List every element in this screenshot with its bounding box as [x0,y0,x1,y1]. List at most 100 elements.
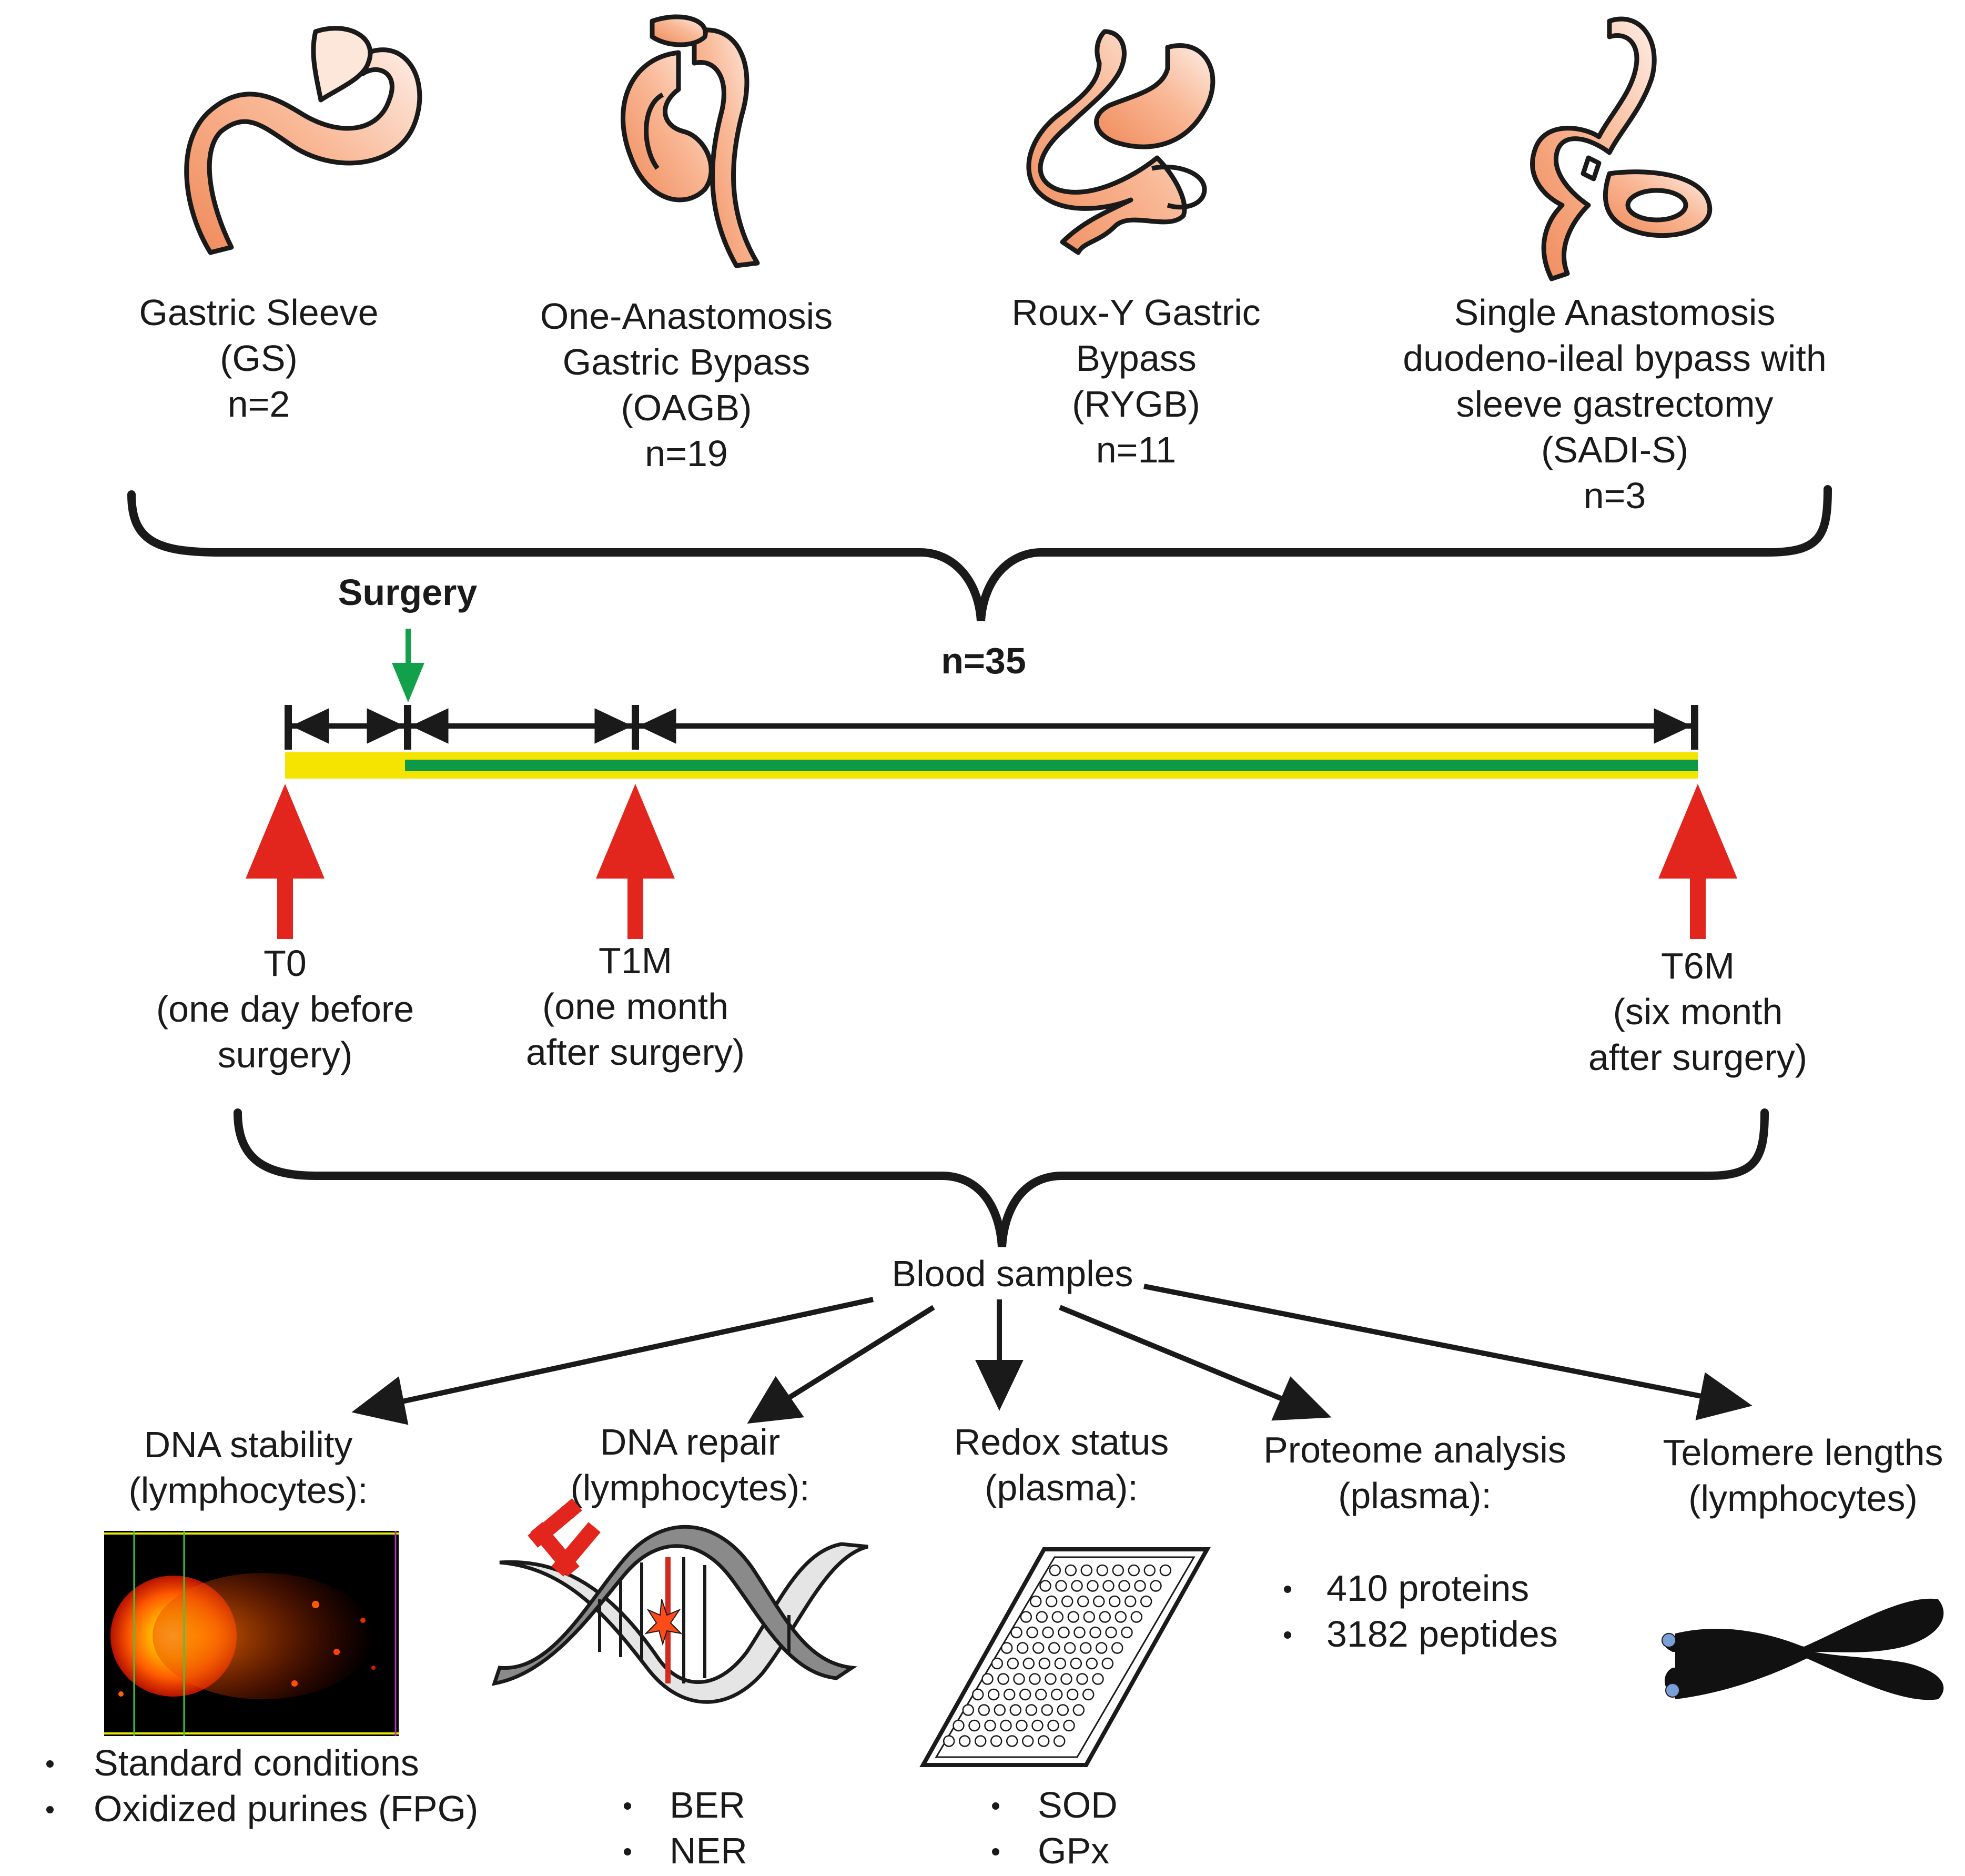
oagb-label-line: n=19 [645,433,728,474]
sadi-s-label-line: sleeve gastrectomy [1456,384,1773,425]
t1m-label-line: after surgery) [526,1032,745,1073]
plate-well [1089,1626,1101,1639]
bullet-dot [624,1802,631,1810]
redox-status-title-line: Redox status [954,1421,1169,1463]
plate-well [1140,1595,1152,1608]
plate-well [1000,1719,1012,1732]
plate-well [1073,1626,1086,1639]
roux-y-gastric-bypass-icon [1026,29,1216,255]
plate-well [1121,1626,1133,1639]
plate-well [1082,1688,1095,1701]
dna-stability-item: Standard conditions [94,1742,419,1783]
plate-well [1087,1580,1099,1592]
redox-status-title-line: (plasma): [985,1467,1138,1508]
plate-well [1013,1673,1025,1685]
plate-well [1077,1595,1089,1608]
plate-well [991,1657,1004,1670]
plate-well [1025,1704,1038,1716]
oagb-label-line: One-Anastomosis [540,296,833,337]
t0-label-line: T0 [264,943,307,984]
sample-arrow-t1m [596,784,675,939]
plate-well [1029,1673,1041,1685]
plate-well [1003,1688,1016,1701]
sadi-s-icon [1530,16,1713,281]
plate-well [1058,1626,1070,1639]
plate-well [987,1688,1000,1701]
plate-well [1047,1719,1059,1732]
plate-well [1118,1580,1130,1592]
timepoints-brace [234,1108,1769,1247]
bullet-dot [46,1760,54,1768]
plate-well [978,1704,990,1716]
plate-well [962,1704,975,1716]
plate-well [1045,1595,1058,1608]
telomere-lengths-title-line: (lymphocytes) [1688,1478,1918,1519]
plate-well [994,1704,1006,1716]
plate-well [1042,1626,1054,1639]
plate-well [1061,1595,1073,1608]
t6m-label-line: (six month [1613,991,1783,1032]
plate-well [1049,1564,1061,1577]
comet-assay-image [104,1531,399,1736]
plate-well [1038,1657,1051,1670]
microplate-icon [919,1547,1211,1767]
plate-well [1086,1657,1098,1670]
chromosome-icon [1662,1598,1944,1700]
dna-repair-title-line: DNA repair [600,1421,780,1463]
sample-arrow-t0 [246,784,325,939]
bullet-dot [624,1848,631,1855]
plate-well [981,1673,994,1685]
plate-well [1037,1735,1050,1747]
timeline [285,705,1698,779]
plate-well [1101,1657,1114,1670]
plate-well [1050,1688,1063,1701]
arrow-to-dna-stability [399,1297,874,1405]
oagb-label-line: Gastric Bypass [563,341,811,382]
plate-well [1016,1719,1028,1732]
bullet-dot [992,1848,999,1855]
plate-well [1079,1642,1092,1654]
plate-well [1063,1719,1075,1732]
plate-well [1072,1704,1085,1716]
plate-well [1130,1611,1143,1623]
timeline-bar-green [405,760,1698,771]
arrow-to-proteome [1059,1305,1284,1402]
t6m-label-line: after surgery) [1588,1037,1807,1078]
plate-well [1057,1704,1069,1716]
plate-well [1150,1580,1162,1592]
plate-well [1111,1642,1123,1654]
proteome-analysis-title-line: Proteome analysis [1263,1429,1566,1470]
plate-well [1041,1704,1054,1716]
plate-well [1000,1642,1013,1654]
plate-well [1134,1580,1146,1592]
plate-well [971,1688,984,1701]
plate-well [968,1719,980,1732]
plate-well [1115,1611,1127,1623]
redox-status-item: GPx [1038,1830,1109,1871]
repair-hammer-icon [528,1498,601,1577]
plate-well [1065,1564,1077,1577]
rygb-label-line: n=11 [1096,429,1176,470]
telomere-lengths-title-line: Telomere lengths [1663,1432,1943,1473]
procedures-brace [127,485,1832,621]
plate-well [1143,1564,1156,1577]
plate-well [1007,1657,1019,1670]
dna-repair-item: NER [670,1830,747,1871]
plate-well [1053,1735,1066,1747]
plate-well [984,1719,996,1732]
plate-well [1055,1580,1067,1592]
arrow-to-telomere [1143,1284,1705,1399]
rygb-label-line: Roux-Y Gastric [1011,292,1260,333]
plate-well [1010,1626,1022,1639]
sadi-s-label-line: n=3 [1584,475,1646,516]
sadi-s-label-line: (SADI-S) [1541,429,1688,470]
plate-well [1039,1580,1051,1592]
gastric-sleeve-label-line: n=2 [228,384,290,425]
plate-well [943,1735,955,1747]
dna-stability-title-line: (lymphocytes): [128,1470,368,1511]
plate-well [1095,1642,1108,1654]
plate-well [1026,1626,1038,1639]
t1m-label-line: (one month [542,986,728,1027]
